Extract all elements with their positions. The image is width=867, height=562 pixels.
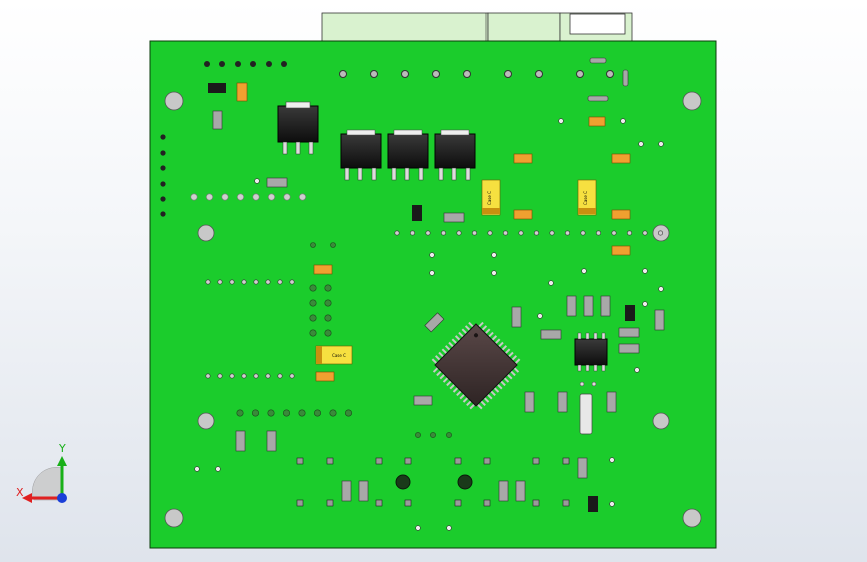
large-pads	[395, 474, 473, 490]
crystal-oscillator[interactable]	[579, 381, 597, 435]
microcontroller-qfp[interactable]	[427, 316, 526, 415]
soic-8-ic[interactable]	[574, 332, 608, 372]
svg-text:Case C: Case C	[583, 191, 588, 205]
vias-row-top	[339, 70, 614, 78]
svg-text:Case C: Case C	[332, 353, 346, 358]
axis-triad[interactable]	[14, 440, 76, 508]
through-hole-pads	[190, 118, 664, 531]
smd-resistors[interactable]	[236, 82, 631, 382]
transistor[interactable]	[208, 83, 635, 512]
pcb-board[interactable]	[149, 40, 717, 549]
tantalum-capacitor[interactable]: Case C Case C Case C	[315, 179, 597, 365]
regulator-array[interactable]	[340, 129, 476, 181]
header-pins-top	[204, 61, 287, 67]
header-pins-left	[160, 134, 166, 217]
svg-text:Case C: Case C	[487, 191, 492, 205]
y-axis-label: Y	[59, 442, 66, 455]
top-connector[interactable]	[321, 12, 633, 44]
mounting-holes	[164, 91, 702, 528]
voltage-regulator[interactable]	[277, 101, 319, 155]
x-axis-label: X	[16, 486, 24, 499]
smd-capacitors[interactable]	[212, 57, 665, 502]
